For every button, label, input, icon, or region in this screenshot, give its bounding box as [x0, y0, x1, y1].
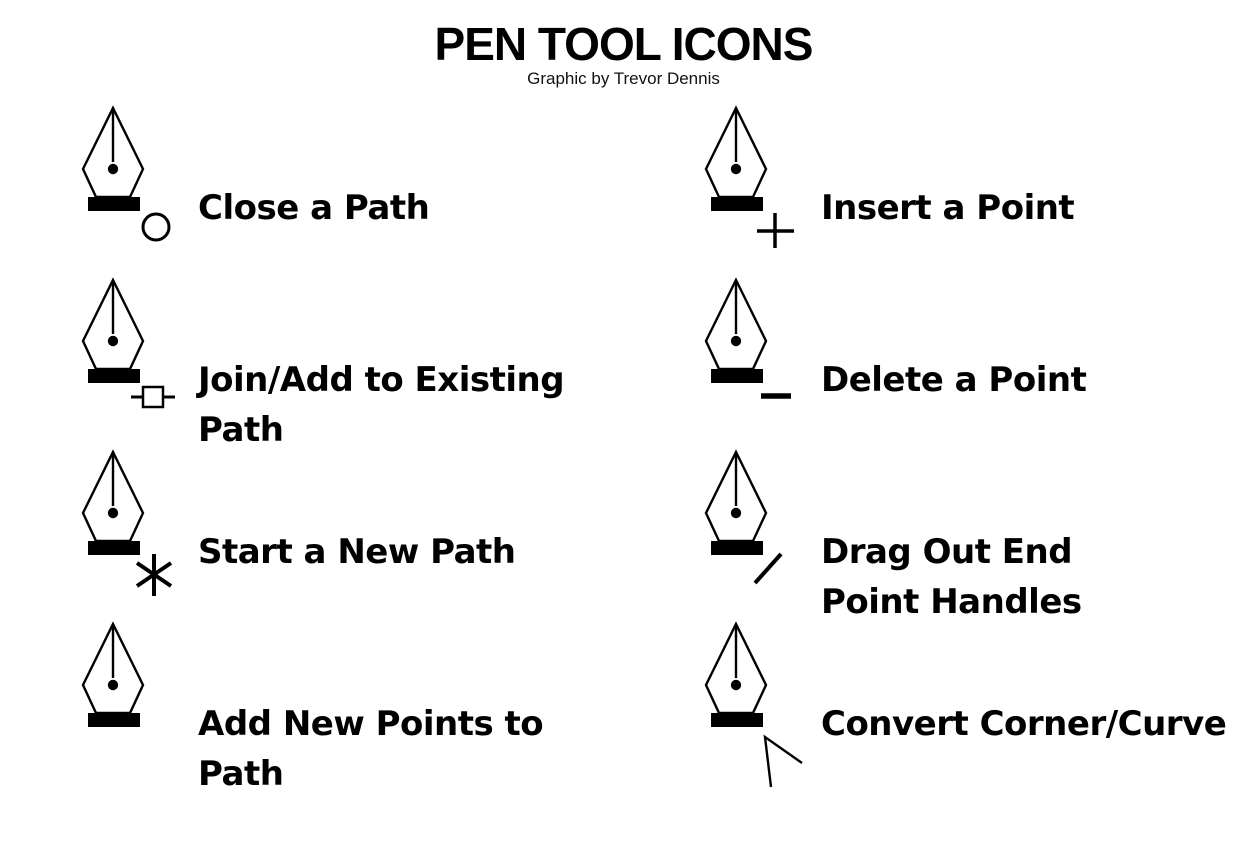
convert-caret-modifier-icon [763, 734, 803, 788]
pen-add-points-icon [81, 621, 145, 727]
legend-item-close-a-path: Close a Path [0, 100, 623, 272]
pen-nib-breather-hole [730, 679, 742, 691]
pen-new-path-icon [81, 449, 173, 596]
pen-nib-breather-hole [107, 507, 119, 519]
pen-nib-base [88, 197, 140, 211]
page-subtitle: Graphic by Trevor Dennis [527, 69, 720, 88]
pen-convert-corner-icon [704, 621, 803, 788]
pen-nib-base [88, 369, 140, 383]
pen-nib-base [88, 541, 140, 555]
handle-slash-modifier-icon [753, 552, 783, 585]
title-block: PEN TOOL ICONS Graphic by Trevor Dennis [0, 0, 1247, 90]
pen-nib-base [711, 713, 763, 727]
pen-nib-base [711, 541, 763, 555]
anchor-square-modifier-icon [141, 385, 165, 409]
close-path-circle-modifier-icon [141, 212, 171, 242]
pen-close-path-icon [81, 105, 171, 242]
legend-item-join-add-to-existing-path: Join/Add to Existing Path [0, 272, 623, 450]
pen-nib-base [711, 197, 763, 211]
pen-nib-breather-hole [730, 335, 742, 347]
pen-nib-base [711, 369, 763, 383]
legend-item-start-a-new-path: Start a New Path [0, 444, 623, 616]
legend-item-delete-a-point: Delete a Point [623, 272, 1247, 444]
legend-item-label: Add New Points to Path [198, 704, 544, 794]
pen-nib-breather-hole [107, 335, 119, 347]
pen-nib-breather-hole [730, 507, 742, 519]
legend-item-label: Join/Add to Existing Path [198, 360, 565, 450]
legend-item-label: Drag Out End Point Handles [821, 532, 1082, 622]
pen-insert-point-icon [704, 105, 794, 248]
legend-item-insert-a-point: Insert a Point [623, 100, 1247, 272]
legend-item-drag-out-end-point-handles: Drag Out End Point Handles [623, 444, 1247, 622]
icon-grid: Close a Path Insert a Point Join/Add to … [0, 100, 1247, 794]
legend-item-label: Delete a Point [821, 360, 1087, 400]
pen-nib-breather-hole [730, 163, 742, 175]
pen-nib-base [88, 713, 140, 727]
legend-item-label: Convert Corner/Curve [821, 704, 1227, 744]
legend-item-convert-corner-curve: Convert Corner/Curve [623, 616, 1247, 788]
legend-item-label: Start a New Path [198, 532, 516, 572]
pen-nib-breather-hole [107, 679, 119, 691]
pen-delete-point-icon [704, 277, 791, 399]
page-title: PEN TOOL ICONS [434, 18, 814, 70]
pen-drag-handles-icon [704, 449, 783, 585]
asterisk-diagonal-2 [135, 561, 173, 588]
legend-item-label: Insert a Point [821, 188, 1075, 228]
pen-nib-breather-hole [107, 163, 119, 175]
pen-join-path-icon [81, 277, 175, 409]
legend-item-add-new-points-to-path: Add New Points to Path [0, 616, 623, 794]
legend-item-label: Close a Path [198, 188, 430, 228]
